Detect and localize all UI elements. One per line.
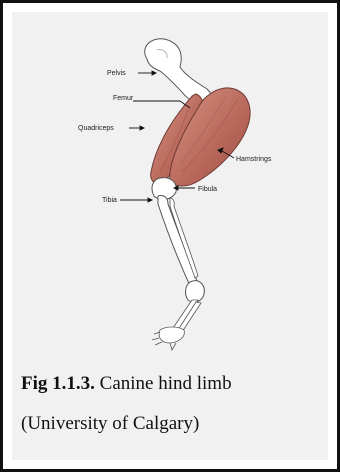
figure-credit: (University of Calgary) bbox=[21, 409, 331, 439]
tarsus-bones bbox=[186, 281, 205, 302]
canine-hind-limb-illustration: Pelvis Femur Quadriceps Hamstrings Tibia… bbox=[12, 12, 328, 352]
femur-label: Femur bbox=[113, 95, 134, 102]
pelvis-bone bbox=[145, 39, 213, 105]
figure-panel: Pelvis Femur Quadriceps Hamstrings Tibia… bbox=[12, 12, 328, 460]
quadriceps-label: Quadriceps bbox=[78, 125, 114, 132]
paw-phalanges bbox=[159, 327, 184, 343]
fibula-label: Fibula bbox=[198, 186, 217, 193]
tibia-bone bbox=[158, 195, 198, 289]
figure-caption: Fig 1.1.3. Canine hind limb bbox=[21, 369, 331, 399]
caption-text: Canine hind limb bbox=[95, 373, 232, 394]
hamstrings-label: Hamstrings bbox=[236, 156, 272, 163]
tibia-label: Tibia bbox=[102, 197, 117, 204]
pelvis-label: Pelvis bbox=[107, 70, 126, 77]
caption-number: Fig 1.1.3. bbox=[21, 373, 95, 394]
